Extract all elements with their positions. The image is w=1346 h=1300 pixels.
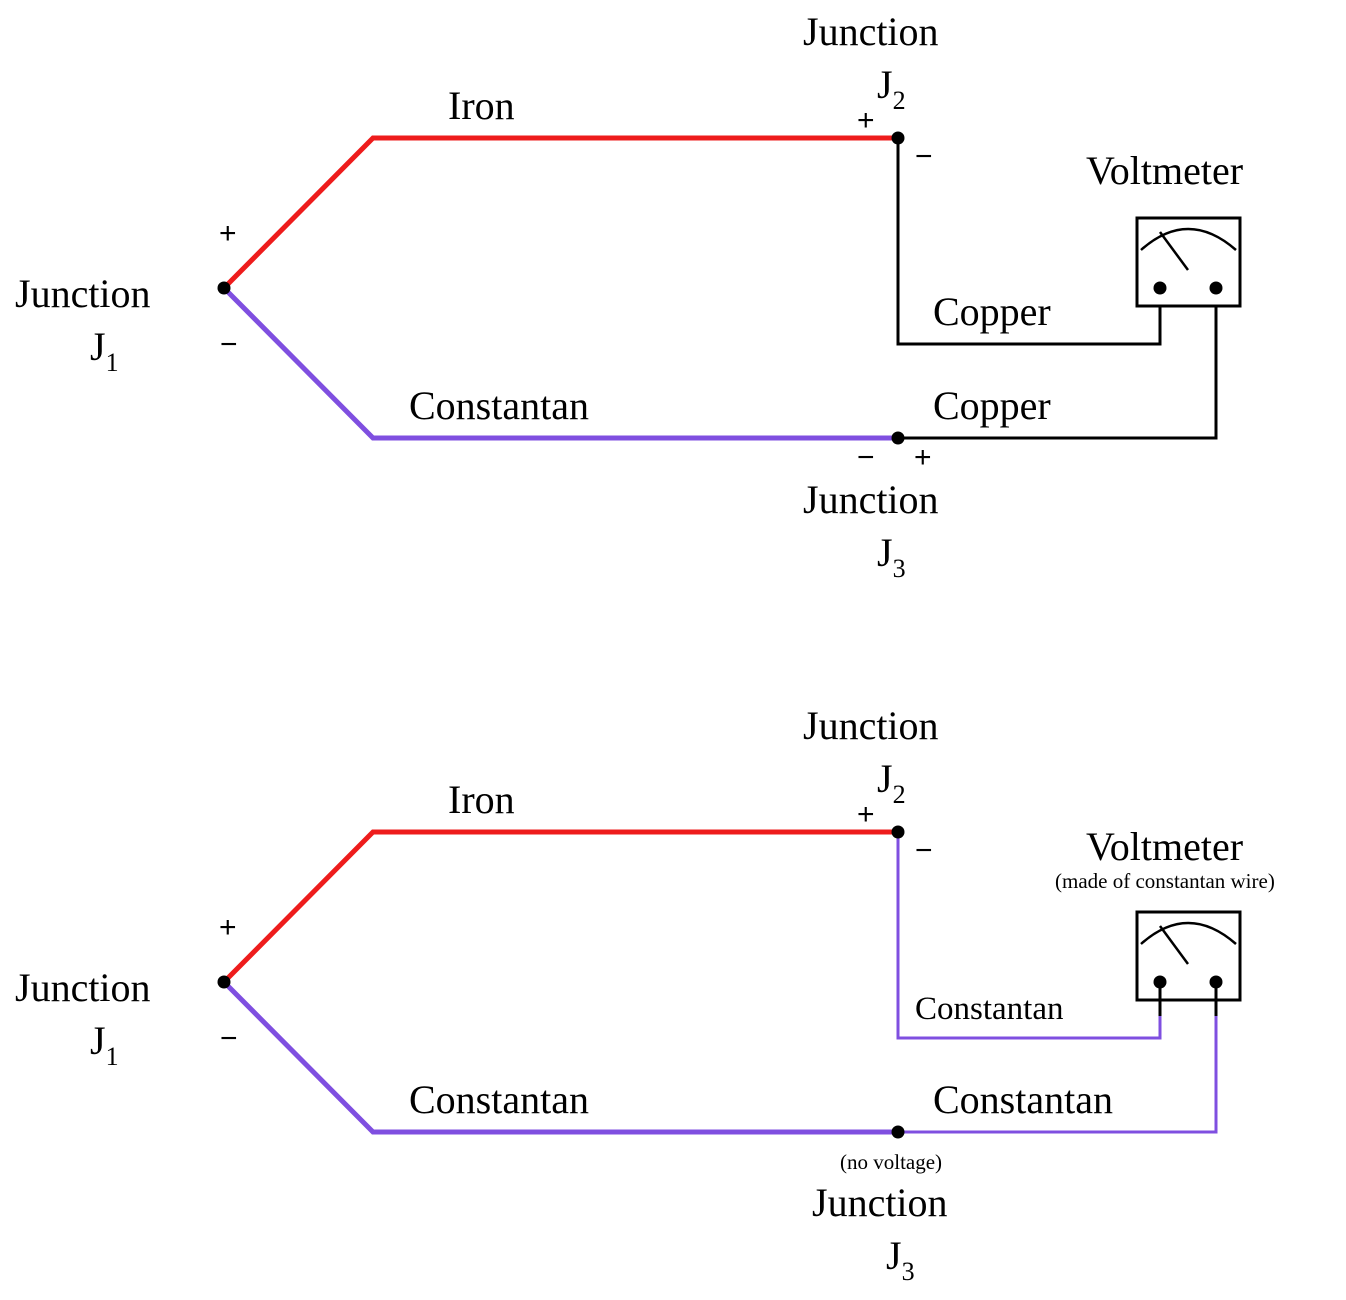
- bottom-j3-label: J3: [886, 1233, 915, 1286]
- top-j2-plus: +: [857, 104, 875, 137]
- top-copper-wire-upper: [896, 138, 1162, 346]
- bottom-voltmeter-box: [1135, 910, 1242, 1002]
- top-j1-letter: J: [90, 324, 106, 369]
- top-voltmeter-label: Voltmeter: [1086, 148, 1243, 193]
- top-junction-j3-dot: [891, 431, 905, 445]
- bottom-voltmeter-scale-arc: [1140, 921, 1237, 945]
- bottom-no-voltage-note: (no voltage): [840, 1150, 942, 1174]
- top-j1-word: Junction: [15, 271, 151, 316]
- bottom-constantan-lower-label: Constantan: [933, 1077, 1113, 1122]
- top-j1-sub: 1: [106, 348, 119, 377]
- top-iron-wire: [222, 135, 898, 290]
- bottom-junction-j1-dot: [217, 975, 231, 989]
- bottom-junction-j3-dot: [891, 1125, 905, 1139]
- top-j3-plus: +: [914, 441, 932, 474]
- bottom-j1-letter: J: [90, 1018, 106, 1063]
- top-voltmeter-needle: [1158, 231, 1190, 271]
- top-voltmeter: [1135, 216, 1242, 308]
- bottom-constantan-wire-lower: [898, 1002, 1218, 1134]
- top-copper-upper-label: Copper: [933, 289, 1051, 334]
- bottom-voltmeter-note: (made of constantan wire): [1055, 869, 1275, 893]
- top-iron-label: Iron: [448, 83, 515, 128]
- bottom-iron-label: Iron: [448, 777, 515, 822]
- bottom-j2-letter: J: [877, 756, 893, 801]
- bottom-j3-word: Junction: [812, 1180, 948, 1225]
- top-constantan-label: Constantan: [409, 383, 589, 428]
- top-j3-minus: −: [857, 441, 875, 474]
- top-j3-sub: 3: [893, 554, 906, 583]
- top-junction-j2-dot: [891, 131, 905, 145]
- bottom-j1-minus: −: [220, 1022, 238, 1055]
- top-j2-sub: 2: [893, 86, 906, 115]
- top-junction-j1-dot: [217, 281, 231, 295]
- bottom-constantan-label: Constantan: [409, 1077, 589, 1122]
- top-j2-word: Junction: [803, 9, 939, 54]
- top-copper-wire-lower: [898, 288, 1218, 440]
- top-voltmeter-box: [1135, 216, 1242, 308]
- top-j1-label: J1: [90, 324, 119, 377]
- top-voltmeter-scale-arc: [1140, 227, 1237, 251]
- top-circuit: Iron Constantan Copper Copper Voltmeter …: [15, 9, 1243, 583]
- bottom-j1-sub: 1: [106, 1042, 119, 1071]
- bottom-circuit: Iron Constantan Constantan Constantan Vo…: [15, 703, 1275, 1286]
- bottom-j2-word: Junction: [803, 703, 939, 748]
- bottom-j2-plus: +: [857, 798, 875, 831]
- top-constantan-wire: [222, 286, 898, 441]
- bottom-j1-label: J1: [90, 1018, 119, 1071]
- bottom-j2-sub: 2: [893, 780, 906, 809]
- bottom-voltmeter: [1135, 910, 1242, 1016]
- bottom-voltmeter-needle: [1158, 925, 1190, 965]
- bottom-j3-letter: J: [886, 1233, 902, 1278]
- top-voltmeter-terminal-right: [1209, 281, 1223, 295]
- bottom-j1-plus: +: [219, 911, 237, 944]
- top-copper-lower-label: Copper: [933, 383, 1051, 428]
- top-j2-letter: J: [877, 62, 893, 107]
- bottom-j2-label: J2: [877, 756, 906, 809]
- bottom-constantan-wire: [222, 980, 898, 1135]
- top-j2-label: J2: [877, 62, 906, 115]
- top-j1-plus: +: [219, 217, 237, 250]
- top-j3-label: J3: [877, 530, 906, 583]
- bottom-j3-sub: 3: [902, 1257, 915, 1286]
- bottom-constantan-wire-upper: [896, 832, 1162, 1040]
- bottom-voltmeter-label: Voltmeter: [1086, 824, 1243, 869]
- bottom-constantan-upper-label: Constantan: [915, 991, 1063, 1027]
- top-j1-minus: −: [220, 328, 238, 361]
- top-j2-minus: −: [915, 140, 933, 173]
- bottom-iron-wire: [222, 829, 898, 984]
- bottom-j2-minus: −: [915, 834, 933, 867]
- bottom-j1-word: Junction: [15, 965, 151, 1010]
- top-j3-word: Junction: [803, 477, 939, 522]
- bottom-junction-j2-dot: [891, 825, 905, 839]
- top-j3-letter: J: [877, 530, 893, 575]
- top-voltmeter-terminal-left: [1153, 281, 1167, 295]
